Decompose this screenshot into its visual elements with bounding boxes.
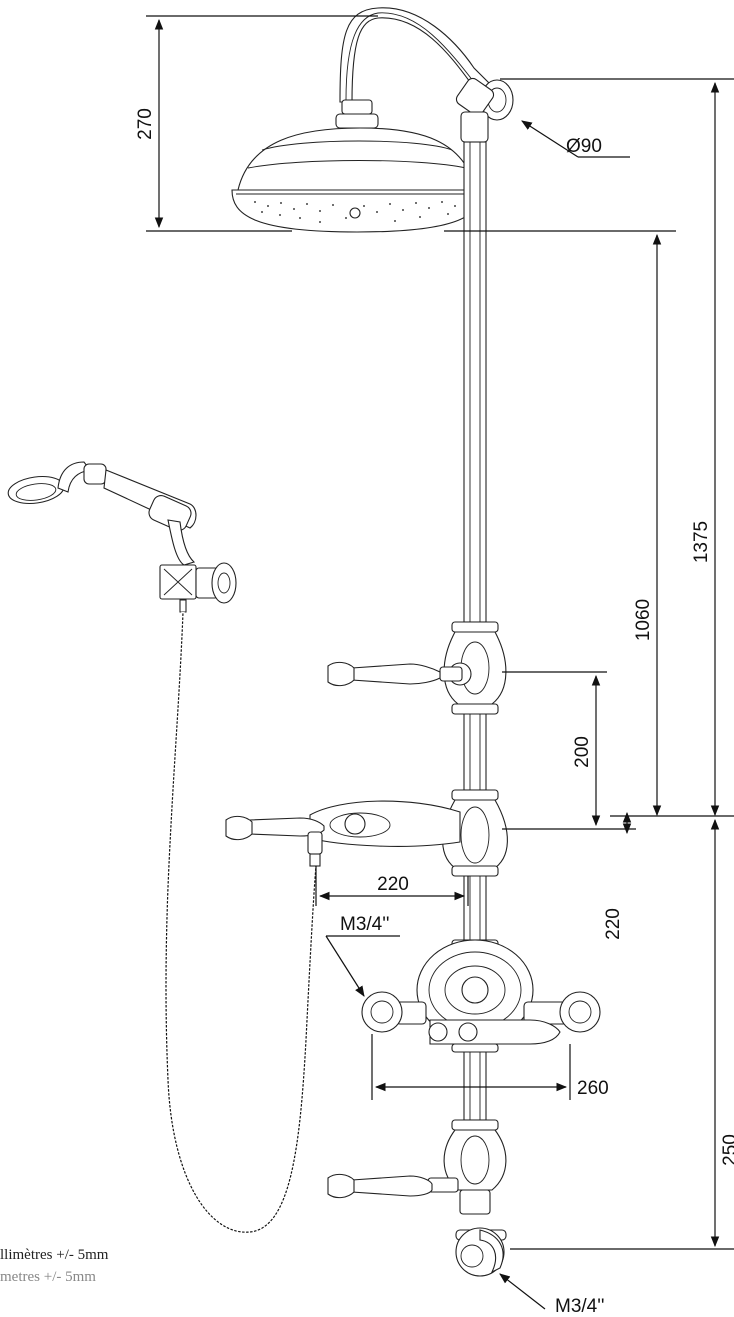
thermostatic-mixer <box>361 939 601 1053</box>
dimension-bottom-inlet: M3/4'' <box>499 1273 605 1317</box>
total-height-label: 1375 <box>691 521 712 563</box>
dimension-valve-spacing-upper: 200 <box>502 671 636 830</box>
dimension-mixer-inlet: M3/4'' <box>325 914 400 997</box>
dimension-handshower-offset: 220 <box>315 866 469 906</box>
head-to-mixer-label: 1060 <box>633 599 654 641</box>
handshower-offset-label: 220 <box>377 874 409 895</box>
bottom-inlet-label: M3/4'' <box>555 1296 605 1317</box>
tolerance-note-french: llimètres +/- 5mm <box>0 1247 109 1263</box>
mixer-width-label: 260 <box>577 1078 609 1099</box>
valve-spacing-lower-label: 220 <box>603 908 624 940</box>
hand-shower-assembly <box>7 461 318 1234</box>
dimension-valve-spacing-lower: 220 <box>603 811 734 940</box>
dimension-bottom-height: 250 <box>510 818 734 1250</box>
upper-valve <box>327 621 507 715</box>
middle-valve <box>225 789 508 877</box>
dimension-head-diameter: Ø90 <box>521 120 630 158</box>
dimension-head-to-mixer: 1060 <box>444 230 676 817</box>
mixer-inlet-label: M3/4'' <box>340 914 390 935</box>
head-drop-label: 270 <box>135 108 156 140</box>
bottom-height-label: 250 <box>720 1134 734 1166</box>
shower-head-assembly <box>231 7 514 233</box>
head-diameter-label: Ø90 <box>566 136 602 157</box>
lower-valve <box>327 1119 507 1277</box>
dimension-mixer-width: 260 <box>371 1034 609 1100</box>
dimension-total-height: 1375 <box>500 78 734 817</box>
valve-spacing-upper-label: 200 <box>572 736 593 768</box>
dimension-head-drop: 270 <box>135 15 378 232</box>
tolerance-note-english: metres +/- 5mm <box>0 1269 96 1285</box>
spray-nozzles <box>254 200 469 223</box>
